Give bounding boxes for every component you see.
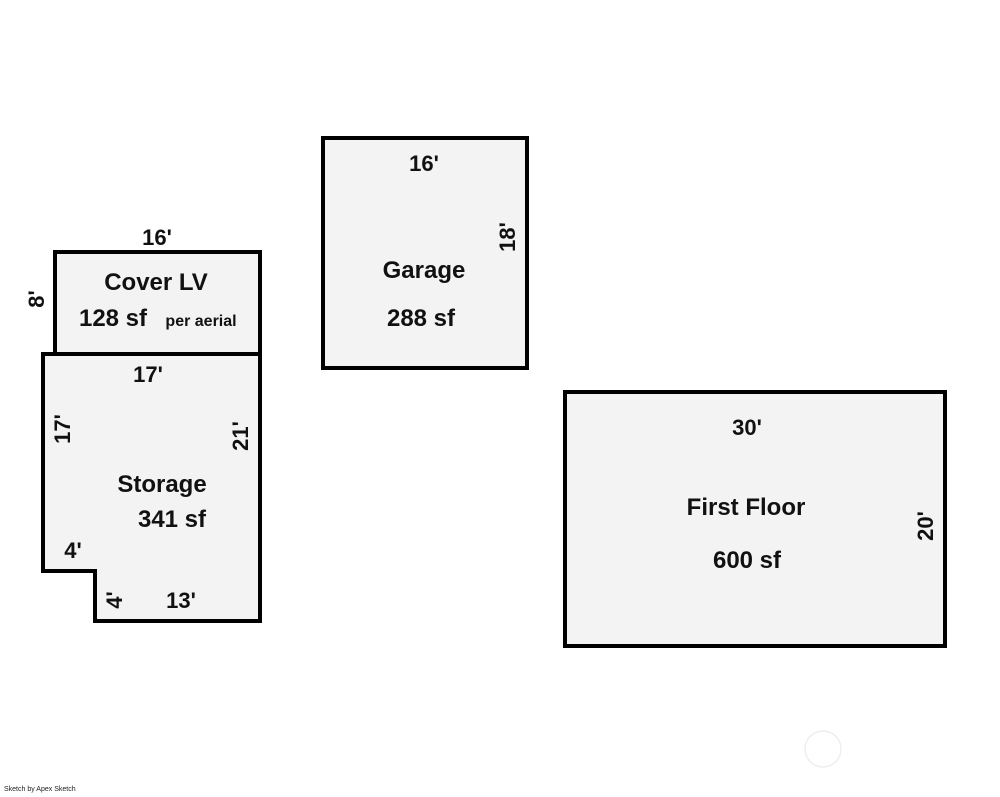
first-floor-name: First Floor bbox=[687, 494, 806, 521]
cover-lv-area: 128 sf bbox=[79, 305, 148, 332]
garage-dim-top: 16' bbox=[409, 151, 439, 176]
first-floor-dim-right: 20' bbox=[913, 511, 938, 541]
watermark-circle-icon bbox=[804, 730, 842, 768]
storage-outline bbox=[41, 352, 262, 623]
room-first-floor: 30' 20' First Floor 600 sf bbox=[563, 390, 947, 648]
room-garage: 16' 18' Garage 288 sf bbox=[321, 136, 529, 370]
cover-lv-outline bbox=[53, 250, 262, 356]
garage-dim-right: 18' bbox=[495, 222, 520, 252]
storage-area: 341 sf bbox=[138, 506, 207, 533]
storage-dim-left: 17' bbox=[50, 414, 75, 444]
room-storage: 17' 17' 21' Storage 341 sf 4' 4' 13' bbox=[41, 352, 262, 623]
storage-dim-right: 21' bbox=[228, 421, 253, 451]
room-cover-lv: 16' 8' Cover LV 128 sf per aerial bbox=[24, 225, 262, 356]
cover-lv-dim-top: 16' bbox=[142, 225, 172, 250]
first-floor-dim-top: 30' bbox=[732, 415, 762, 440]
sketch-credit: Sketch by Apex Sketch bbox=[4, 786, 76, 793]
garage-area: 288 sf bbox=[387, 305, 456, 332]
cover-lv-note: per aerial bbox=[165, 313, 236, 330]
first-floor-outline bbox=[563, 390, 947, 648]
cover-lv-dim-left: 8' bbox=[24, 290, 49, 307]
storage-dim-top: 17' bbox=[133, 362, 163, 387]
garage-name: Garage bbox=[383, 257, 466, 284]
first-floor-area: 600 sf bbox=[713, 547, 782, 574]
storage-dim-bottom: 13' bbox=[166, 588, 196, 613]
storage-dim-notch-top: 4' bbox=[64, 538, 81, 563]
garage-outline bbox=[321, 136, 529, 370]
storage-dim-notch-side: 4' bbox=[102, 591, 127, 608]
cover-lv-name: Cover LV bbox=[104, 269, 208, 296]
storage-name: Storage bbox=[117, 471, 206, 498]
